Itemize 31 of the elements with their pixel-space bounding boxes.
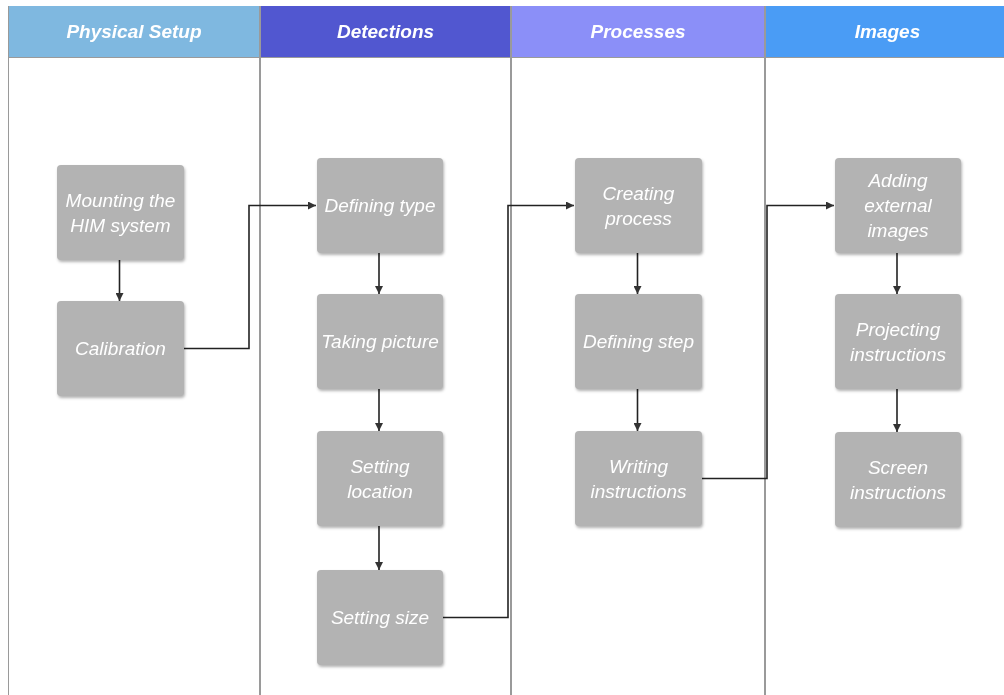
connector-arrow — [375, 388, 383, 432]
connector-arrow — [633, 388, 642, 432]
connector-arrow — [893, 388, 901, 433]
process-box: Setting location — [317, 431, 443, 526]
process-box: Writing instructions — [575, 431, 702, 526]
process-box: Calibration — [57, 301, 184, 396]
lane-header: Processes — [512, 6, 764, 58]
connector-arrow — [633, 252, 642, 295]
connector-arrow — [441, 201, 575, 619]
process-box: Defining step — [575, 294, 702, 389]
swimlane — [511, 6, 765, 695]
connector-arrow — [182, 201, 317, 350]
process-box: Creating process — [575, 158, 702, 253]
lane-header: Physical Setup — [9, 6, 259, 58]
connector-arrow — [115, 259, 124, 302]
swimlane — [8, 6, 260, 695]
connector-arrow — [893, 252, 901, 295]
process-box: Taking picture — [317, 294, 443, 389]
process-box: Setting size — [317, 570, 443, 665]
process-box: Mounting the HIM system — [57, 165, 184, 260]
swimlane — [260, 6, 511, 695]
connector-arrow — [700, 201, 835, 480]
process-box: Projecting instructions — [835, 294, 961, 389]
lane-header: Images — [766, 6, 1004, 58]
process-box: Adding external images — [835, 158, 961, 253]
process-box: Defining type — [317, 158, 443, 253]
connector-arrow — [375, 252, 383, 295]
lane-header: Detections — [261, 6, 510, 58]
connector-arrow — [375, 525, 383, 571]
swimlane — [765, 6, 1004, 695]
process-box: Screen instructions — [835, 432, 961, 527]
